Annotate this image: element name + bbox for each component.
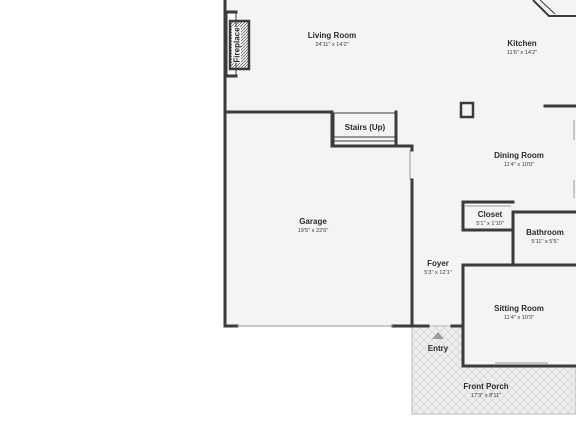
closet-name: Closet: [478, 210, 503, 219]
foyer-dims: 5'3" x 12'1": [424, 270, 452, 276]
garage-dims: 19'5" x 22'6": [298, 228, 329, 234]
living-room-name: Living Room: [308, 31, 356, 40]
sitting-room-name: Sitting Room: [494, 304, 544, 313]
front-porch-dims: 17'3" x 8'11": [471, 393, 501, 399]
entry-arrow-icon: [432, 332, 444, 339]
kitchen-corner-fixture: [532, 0, 576, 17]
stairs-name: Stairs (Up): [345, 123, 386, 132]
walls: [223, 0, 576, 368]
dining-room-dims: 11'4" x 10'0": [504, 162, 534, 168]
kitchen-name: Kitchen: [507, 39, 536, 48]
fireplace-icon: Fireplace: [223, 10, 251, 78]
entry-name: Entry: [428, 344, 449, 353]
windows: [237, 120, 575, 364]
garage-name: Garage: [299, 217, 327, 226]
stairs-icon: [333, 110, 398, 148]
living-room-dims: 24'11" x 14'2": [315, 42, 348, 48]
kitchen-dims: 11'6" x 14'2": [507, 50, 537, 56]
front-porch-name: Front Porch: [463, 382, 508, 391]
dining-room-name: Dining Room: [494, 151, 544, 160]
bathroom-dims: 5'11" x 5'5": [531, 239, 558, 245]
fireplace-label: Fireplace: [233, 27, 242, 63]
bathroom-name: Bathroom: [526, 228, 564, 237]
foyer-name: Foyer: [427, 259, 449, 268]
room-labels: Living Room 24'11" x 14'2" Kitchen 11'6"…: [298, 31, 564, 399]
sitting-room-dims: 11'4" x 10'3": [504, 315, 534, 321]
closet-dims: 5'1" x 1'10": [476, 221, 504, 227]
